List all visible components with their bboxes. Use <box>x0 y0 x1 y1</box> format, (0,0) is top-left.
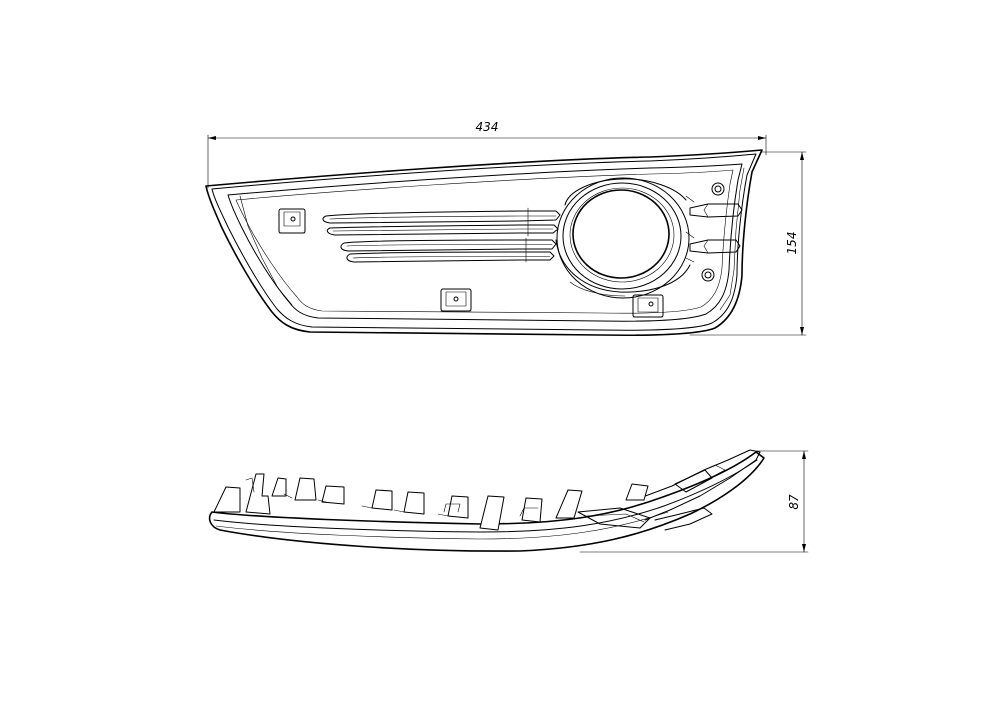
width-dimension-label: 434 <box>476 120 499 134</box>
side-height-dimension-label: 87 <box>787 494 801 510</box>
front-height-dimension: 154 <box>689 151 807 336</box>
clip-top-left <box>278 208 306 234</box>
side-view <box>208 449 765 552</box>
width-dimension: 434 <box>207 120 767 189</box>
side-height-dimension: 87 <box>579 450 809 553</box>
side-tabs <box>213 473 649 531</box>
clip-bottom-center <box>440 288 472 312</box>
clip-bottom-right <box>632 294 664 318</box>
front-height-dimension-label: 154 <box>785 232 799 255</box>
front-view <box>205 149 763 337</box>
